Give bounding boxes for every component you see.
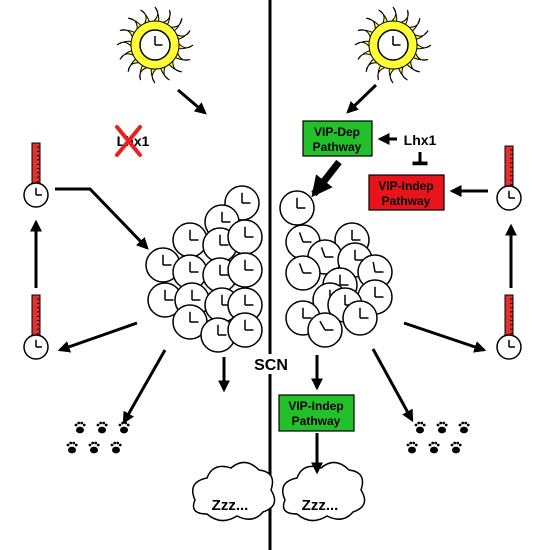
- paw-print-icon: [450, 441, 462, 454]
- vip-dep-line2: Pathway: [313, 140, 362, 154]
- sleep-label-left: Zzz...: [212, 497, 249, 514]
- sleep-label-right: Zzz...: [302, 497, 339, 514]
- paw-print-icon: [110, 441, 122, 454]
- cross-icon: [115, 125, 142, 157]
- paw-print-icon: [436, 421, 448, 434]
- clock-icon: [279, 190, 315, 226]
- paw-print-icon: [74, 421, 86, 434]
- paw-print-icon: [96, 421, 108, 434]
- clock-icon: [377, 29, 409, 61]
- clock-icon: [227, 312, 263, 348]
- vip-indep-bottom-box: VIP-Indep Pathway: [278, 394, 355, 432]
- paw-print-icon: [428, 441, 440, 454]
- thermometer-icon-right-top: [496, 145, 522, 211]
- paw-print-icon: [118, 421, 130, 434]
- cloud-icon-left: Zzz...: [192, 461, 276, 522]
- arrow-sun-right: [346, 83, 378, 114]
- arrow-thermo-to-cluster-left: [55, 187, 149, 250]
- scn-label-bg: [247, 354, 293, 374]
- vip-dep-line1: VIP-Dep: [314, 125, 360, 139]
- sun-icon-right: [354, 6, 432, 84]
- arrow-cluster-to-paws-right: [371, 348, 414, 423]
- clock-icon: [227, 252, 263, 288]
- thermometer-icon-left-bottom: [23, 294, 49, 360]
- arrow-cluster-to-thermo-left: [57, 321, 138, 353]
- clock-icon: [342, 300, 378, 336]
- vip-indep-top-box: VIP-Indep Pathway: [368, 174, 445, 211]
- clock-icon: [139, 29, 171, 61]
- thermometer-icon-right-bottom: [496, 294, 522, 360]
- paw-print-icon: [66, 441, 78, 454]
- thermometer-icon-left-top: [23, 142, 49, 208]
- clock-cluster-left: [145, 185, 263, 353]
- arrow-cluster-to-paws-left: [122, 349, 167, 425]
- paw-print-icon: [414, 421, 426, 434]
- lhx1-label-right: Lhx1: [404, 132, 437, 148]
- arrow-cluster-to-thermo-right: [403, 321, 487, 353]
- paw-print-icon: [88, 441, 100, 454]
- clock-cluster-right: [279, 190, 393, 348]
- clock-icon: [285, 255, 321, 291]
- arrow-vipdep-to-cluster: [311, 159, 342, 198]
- cloud-icon-right: Zzz...: [282, 461, 366, 522]
- clock-icon: [172, 222, 208, 258]
- clock-icon: [227, 219, 263, 255]
- arrow-sun-left: [177, 88, 207, 115]
- clock-icon: [496, 185, 522, 211]
- vip-indep-bottom-line1: VIP-Indep: [288, 399, 343, 413]
- vip-indep-top-line2: Pathway: [382, 194, 431, 208]
- clock-icon: [23, 334, 49, 360]
- sun-icon-left: [116, 6, 194, 84]
- right-arrows: [311, 83, 517, 475]
- vip-indep-bottom-line2: Pathway: [292, 414, 341, 428]
- paw-print-icon-group-left: [66, 421, 130, 454]
- scn-label: SCN: [254, 357, 288, 374]
- vip-dep-box: VIP-Dep Pathway: [302, 120, 373, 157]
- paw-print-icon: [406, 441, 418, 454]
- left-arrows: [30, 88, 230, 425]
- clock-icon: [307, 312, 343, 348]
- clock-icon: [200, 317, 236, 353]
- lhx1-knockout: Lhx1: [115, 125, 150, 157]
- clock-icon: [145, 247, 181, 283]
- paw-print-icon-group-right: [406, 421, 470, 454]
- clock-icon: [496, 334, 522, 360]
- clock-icon: [23, 182, 49, 208]
- vip-indep-top-line1: VIP-Indep: [378, 179, 433, 193]
- paw-print-icon: [458, 421, 470, 434]
